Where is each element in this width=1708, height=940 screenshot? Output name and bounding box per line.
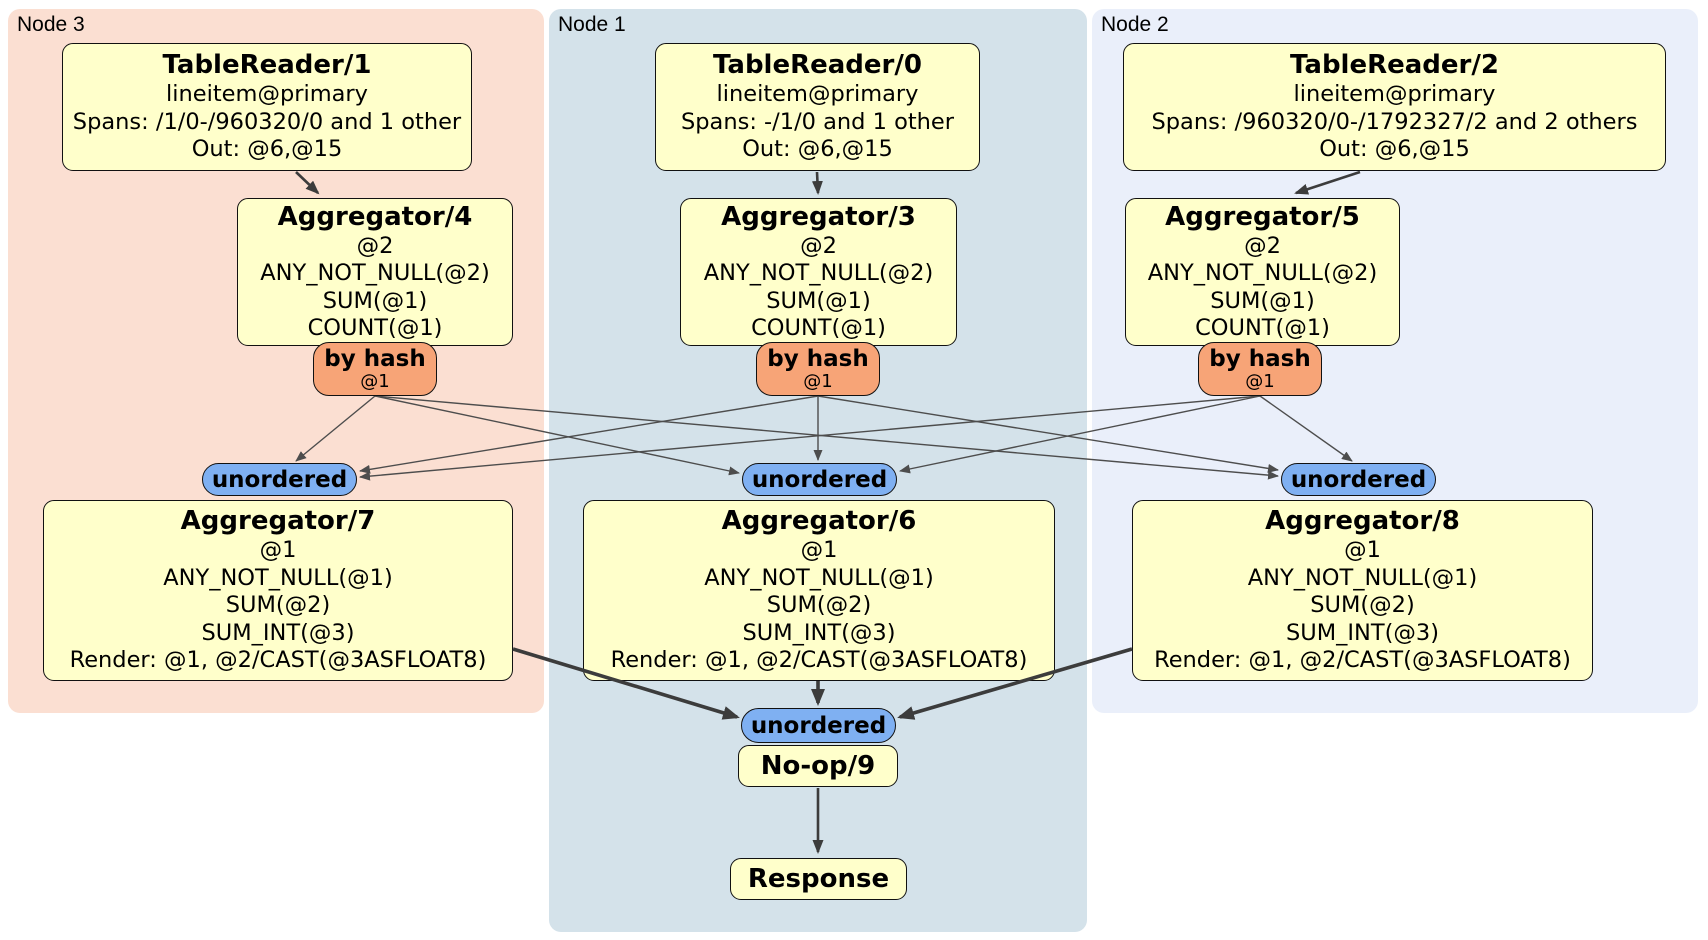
router-by-hash-node1: by hash @1	[756, 342, 880, 396]
processor-title: TableReader/0	[713, 50, 922, 81]
processor-detail-line: lineitem@primary	[1293, 81, 1496, 108]
processor-title: TableReader/2	[1290, 50, 1499, 81]
processor-aggregator-6: Aggregator/6 @1 ANY_NOT_NULL(@1) SUM(@2)…	[583, 500, 1055, 681]
processor-title: Aggregator/6	[721, 506, 917, 537]
processor-detail-line: SUM_INT(@3)	[201, 619, 355, 646]
router-detail: @1	[360, 371, 390, 392]
processor-title: Aggregator/5	[1165, 201, 1360, 232]
processor-detail-line: SUM(@2)	[766, 592, 872, 619]
region-label: Node 1	[558, 13, 626, 36]
router-label: by hash	[1209, 346, 1311, 372]
sync-unordered-final: unordered	[741, 708, 896, 743]
region-label: Node 3	[17, 13, 85, 36]
processor-aggregator-4: Aggregator/4 @2 ANY_NOT_NULL(@2) SUM(@1)…	[237, 198, 513, 346]
processor-detail-line: SUM(@1)	[1210, 287, 1315, 314]
processor-aggregator-5: Aggregator/5 @2 ANY_NOT_NULL(@2) SUM(@1)…	[1125, 198, 1400, 346]
processor-noop: No-op/9	[738, 745, 898, 787]
processor-detail-line: ANY_NOT_NULL(@2)	[703, 260, 934, 286]
processor-response: Response	[730, 858, 907, 900]
processor-detail-line: Spans: -/1/0 and 1 other	[680, 108, 955, 135]
processor-tablereader-2: TableReader/2 lineitem@primary Spans: /9…	[1123, 43, 1666, 171]
region-label: Node 2	[1101, 13, 1169, 36]
router-by-hash-node3: by hash @1	[313, 342, 437, 396]
router-label: by hash	[324, 346, 426, 372]
processor-title: Aggregator/7	[180, 506, 376, 537]
processor-detail-line: @2	[1244, 232, 1281, 259]
processor-detail-line: Render: @1, @2/CAST(@3ASFLOAT8)	[1154, 647, 1571, 674]
processor-detail-line: Spans: /960320/0-/1792327/2 and 2 others	[1151, 108, 1638, 135]
processor-title: No-op/9	[760, 750, 876, 781]
processor-detail-line: Out: @6,@15	[191, 136, 343, 163]
processor-detail-line: ANY_NOT_NULL(@2)	[260, 260, 490, 286]
processor-detail-line: @1	[259, 537, 297, 564]
processor-aggregator-7: Aggregator/7 @1 ANY_NOT_NULL(@1) SUM(@2)…	[43, 500, 513, 681]
processor-detail-line: SUM(@1)	[322, 287, 428, 314]
processor-detail-line: lineitem@primary	[716, 81, 919, 108]
processor-detail-line: COUNT(@1)	[1195, 315, 1330, 341]
processor-title: Aggregator/4	[277, 201, 473, 232]
router-detail: @1	[803, 371, 833, 392]
sync-unordered-node3: unordered	[202, 463, 357, 496]
processor-detail-line: SUM_INT(@3)	[742, 619, 896, 646]
processor-detail-line: Out: @6,@15	[742, 136, 893, 163]
processor-detail-line: ANY_NOT_NULL(@1)	[1247, 564, 1478, 591]
router-label: by hash	[767, 346, 869, 372]
processor-detail-line: Render: @1, @2/CAST(@3ASFLOAT8)	[610, 647, 1028, 674]
processor-detail-line: @1	[1344, 537, 1381, 564]
processor-tablereader-1: TableReader/1 lineitem@primary Spans: /1…	[62, 43, 472, 171]
processor-title: Aggregator/8	[1265, 506, 1460, 537]
processor-detail-line: SUM(@2)	[1310, 592, 1415, 619]
processor-detail-line: ANY_NOT_NULL(@1)	[163, 564, 393, 591]
processor-title: Response	[747, 863, 890, 894]
processor-title: TableReader/1	[162, 50, 372, 81]
sync-unordered-node2: unordered	[1281, 463, 1436, 496]
processor-detail-line: COUNT(@1)	[307, 315, 443, 341]
processor-detail-line: SUM(@1)	[766, 287, 871, 314]
processor-detail-line: Out: @6,@15	[1319, 136, 1470, 163]
processor-detail-line: SUM(@2)	[225, 592, 331, 619]
processor-detail-line: @2	[800, 232, 837, 259]
processor-detail-line: @2	[356, 232, 394, 259]
processor-detail-line: ANY_NOT_NULL(@2)	[1147, 260, 1378, 286]
processor-aggregator-3: Aggregator/3 @2 ANY_NOT_NULL(@2) SUM(@1)…	[680, 198, 957, 346]
processor-detail-line: Render: @1, @2/CAST(@3ASFLOAT8)	[69, 647, 487, 674]
processor-title: Aggregator/3	[721, 201, 916, 232]
sync-unordered-node1: unordered	[742, 463, 897, 496]
processor-detail-line: Spans: /1/0-/960320/0 and 1 other	[72, 108, 462, 135]
processor-aggregator-8: Aggregator/8 @1 ANY_NOT_NULL(@1) SUM(@2)…	[1132, 500, 1593, 681]
router-by-hash-node2: by hash @1	[1198, 342, 1322, 396]
processor-detail-line: @1	[800, 537, 838, 564]
processor-tablereader-0: TableReader/0 lineitem@primary Spans: -/…	[655, 43, 980, 171]
processor-detail-line: lineitem@primary	[166, 81, 368, 108]
processor-detail-line: SUM_INT(@3)	[1286, 619, 1439, 646]
router-detail: @1	[1245, 371, 1275, 392]
processor-detail-line: ANY_NOT_NULL(@1)	[704, 564, 934, 591]
processor-detail-line: COUNT(@1)	[751, 315, 886, 341]
